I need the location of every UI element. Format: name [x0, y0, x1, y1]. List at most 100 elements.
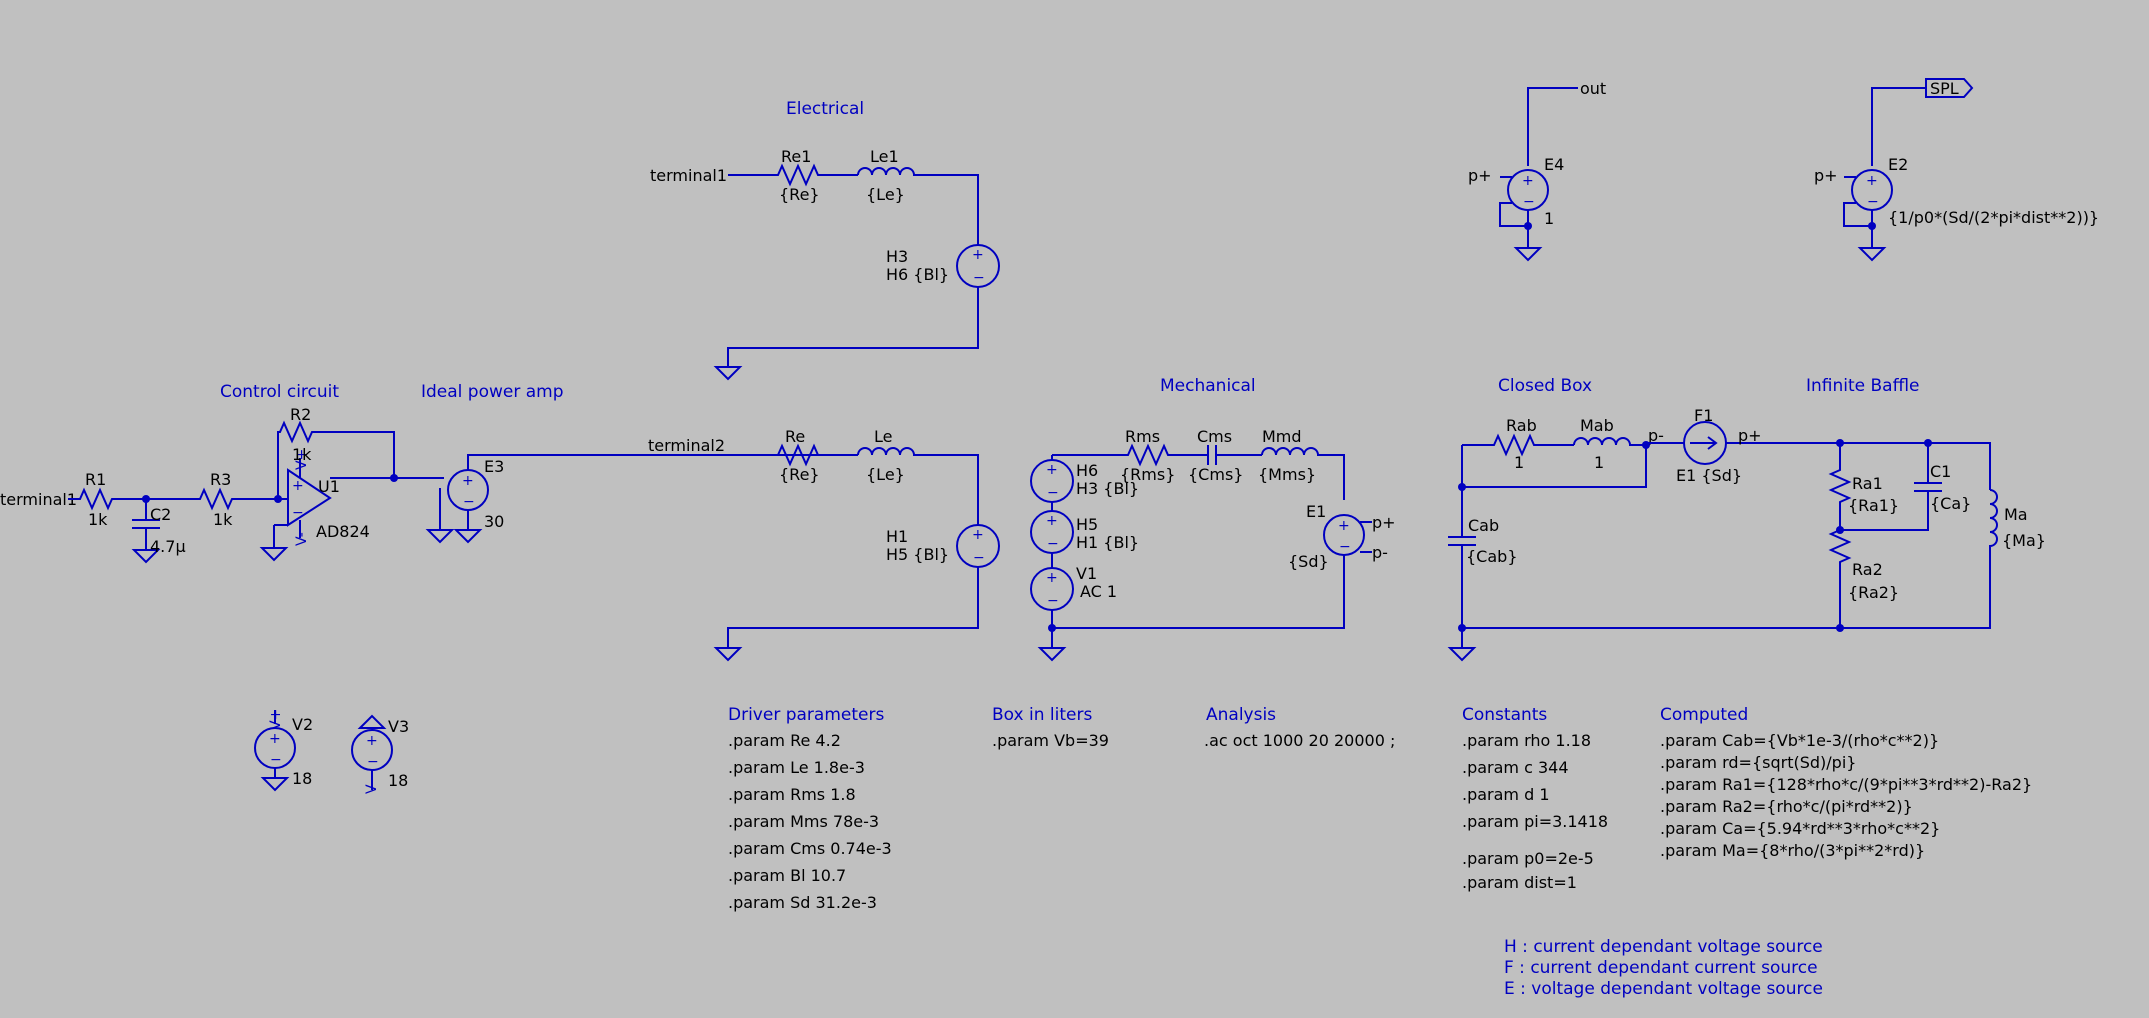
svg-text:+: +	[1046, 513, 1058, 529]
ideal-power-amp-section: Ideal power amp + − E3 30 terminal2 + − …	[394, 382, 1000, 662]
svg-text:−: −	[270, 752, 282, 768]
opamp-u1[interactable]	[287, 468, 332, 527]
svg-text:+: +	[462, 473, 474, 489]
directive-analysis: .ac oct 1000 20 20000 ;	[1204, 731, 1395, 750]
r1-value: 1k	[88, 510, 108, 529]
c1-value: {Ca}	[1930, 494, 1971, 513]
v1-ref: V1	[1076, 564, 1097, 583]
directive-computed: .param Cab={Vb*1e-3/(rho*c**2)}	[1660, 731, 1939, 750]
e4-output-section: out + − p+ E4 1	[1468, 79, 1606, 262]
e4-value: 1	[1544, 209, 1554, 228]
e2-ref: E2	[1888, 155, 1908, 174]
net-label-terminal1-top: terminal1	[650, 166, 727, 185]
v1-value: AC 1	[1080, 582, 1117, 601]
heading-driver-parameters: Driver parameters	[728, 705, 884, 725]
electrical-section: Electrical terminal1 + − Re1 {Re} Le1 {L…	[650, 99, 1000, 381]
directive-constant: .param rho 1.18	[1462, 731, 1591, 750]
v3-vminus-label: V-	[364, 780, 380, 794]
ma-value: {Ma}	[2002, 531, 2046, 550]
heading-analysis: Analysis	[1206, 705, 1276, 725]
ra2-value: {Ra2}	[1848, 583, 1899, 602]
directive-computed: .param Ra1={128*rho*c/(9*pi**3*rd**2)-Ra…	[1660, 775, 2032, 794]
ma-ref: Ma	[2004, 505, 2028, 524]
spice-directives: Driver parameters .param Re 4.2 .param L…	[728, 705, 2032, 912]
ra2-ref: Ra2	[1852, 560, 1883, 579]
svg-text:+: +	[1522, 173, 1534, 189]
heading-closed-box: Closed Box	[1498, 376, 1592, 396]
mmd-value: {Mms}	[1258, 465, 1316, 484]
svg-text:+: +	[972, 527, 984, 543]
mab-value: 1	[1594, 453, 1604, 472]
v2-vplus-label: V+	[268, 709, 284, 730]
svg-text:−: −	[1339, 539, 1351, 555]
net-label-box-p-minus: p-	[1648, 426, 1664, 445]
svg-text:−: −	[973, 550, 985, 566]
svg-text:+: +	[292, 478, 304, 494]
net-label-e1-p-minus: p-	[1372, 543, 1388, 562]
cab-ref: Cab	[1468, 516, 1499, 535]
cms-value: {Cms}	[1188, 465, 1243, 484]
mmd-ref: Mmd	[1262, 427, 1302, 446]
h3-ref: H3	[886, 247, 908, 266]
directive-constant: .param c 344	[1462, 758, 1569, 777]
svg-text:+: +	[1866, 173, 1878, 189]
directive-constant: .param dist=1	[1462, 873, 1577, 892]
control-circuit-section: Control circuit terminal1 + − V+ V- R1 1…	[0, 382, 398, 564]
net-label-e2-p-plus: p+	[1814, 166, 1838, 185]
e1-value: {Sd}	[1288, 552, 1329, 571]
svg-text:−: −	[1867, 194, 1879, 210]
heading-control-circuit: Control circuit	[220, 382, 339, 402]
supplies-section: V+ + − V2 18 + − V- V3 18	[254, 709, 409, 794]
net-label-spl: SPL	[1930, 79, 1959, 98]
rms-ref: Rms	[1125, 427, 1160, 446]
r3-value: 1k	[213, 510, 233, 529]
svg-text:+: +	[269, 731, 281, 747]
svg-text:+: +	[1046, 570, 1058, 586]
h3-value: H6 {Bl}	[886, 265, 949, 284]
heading-computed: Computed	[1660, 705, 1748, 725]
directive-driver: .param Bl 10.7	[728, 866, 846, 885]
net-label-terminal1-left: terminal1	[0, 490, 77, 509]
r3-ref: R3	[210, 470, 231, 489]
le1-value: {Le}	[866, 185, 905, 204]
heading-constants: Constants	[1462, 705, 1547, 725]
cab-value: {Cab}	[1466, 547, 1518, 566]
f1-ref: F1	[1694, 406, 1713, 425]
current-dependent-current-source-f1[interactable]	[1683, 421, 1727, 465]
h1-ref: H1	[886, 527, 908, 546]
directive-constant: .param d 1	[1462, 785, 1550, 804]
e2-spl-section: SPL + − p+ E2 {1/p0*(Sd/(2*pi*dist**2))}	[1814, 78, 2099, 262]
c1-ref: C1	[1930, 462, 1951, 481]
legend-line: H : current dependant voltage source	[1504, 937, 1823, 957]
directive-computed: .param Ma={8*rho/(3*pi**2*rd)}	[1660, 841, 1925, 860]
svg-text:+: +	[972, 247, 984, 263]
svg-text:−: −	[1047, 485, 1059, 501]
voltage-dependent-voltage-source-e1[interactable]	[1323, 514, 1365, 556]
h5-value: H1 {Bl}	[1076, 533, 1139, 552]
svg-text:+: +	[1046, 462, 1058, 478]
e3-value: 30	[484, 512, 504, 531]
net-label-out: out	[1580, 79, 1606, 98]
infinite-baffle-section: Infinite Baffle p+ F1 E1 {Sd} Ra1 {Ra1} …	[1462, 376, 2046, 632]
legend: H : current dependant voltage source F :…	[1504, 937, 1823, 999]
spl-output-port	[1925, 78, 1974, 98]
directive-driver: .param Le 1.8e-3	[728, 758, 865, 777]
mechanical-section: Mechanical + − + − + − + − p+ p- Rms {Rm…	[1030, 376, 1396, 662]
re1-value: {Re}	[779, 185, 820, 204]
v2-ref: V2	[292, 715, 313, 734]
v3-ref: V3	[388, 717, 409, 736]
svg-text:−: −	[1047, 593, 1059, 609]
u1-value: AD824	[316, 522, 370, 541]
svg-text:−: −	[292, 505, 304, 521]
directive-driver: .param Re 4.2	[728, 731, 841, 750]
legend-line: E : voltage dependant voltage source	[1504, 979, 1823, 999]
re1-ref: Re1	[781, 147, 811, 166]
re-ref: Re	[785, 427, 805, 446]
rab-value: 1	[1514, 453, 1524, 472]
le-value: {Le}	[866, 465, 905, 484]
net-label-e4-p-plus: p+	[1468, 166, 1492, 185]
directive-driver: .param Rms 1.8	[728, 785, 856, 804]
e4-ref: E4	[1544, 155, 1564, 174]
c2-ref: C2	[150, 505, 171, 524]
